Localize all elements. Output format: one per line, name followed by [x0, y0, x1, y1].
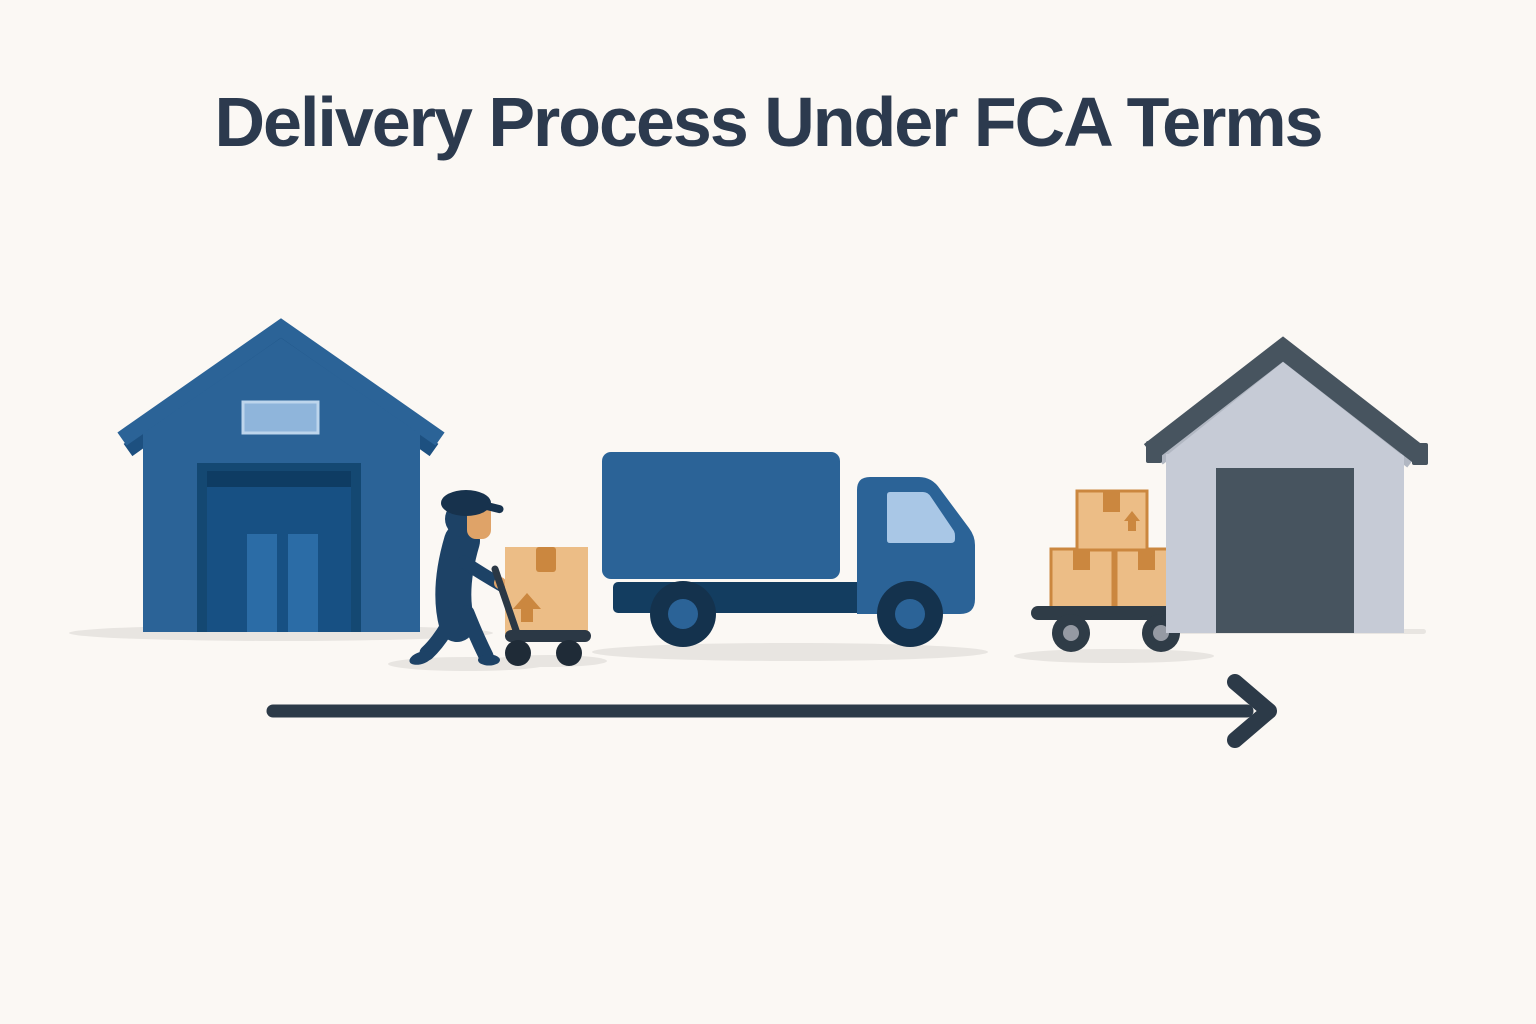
- warehouse-door: [1216, 468, 1354, 633]
- truck-cab: [857, 477, 975, 614]
- buyer-warehouse-icon: [1143, 336, 1428, 633]
- truck-cab-window: [887, 492, 955, 543]
- delivery-truck-icon: [602, 452, 975, 647]
- direction-arrow-icon: [266, 674, 1277, 748]
- warehouse-window: [241, 400, 320, 435]
- worker-cap: [441, 490, 491, 516]
- seller-warehouse-icon: [117, 318, 445, 632]
- truck-cargo-box: [602, 452, 840, 579]
- worker-icon: [409, 490, 510, 666]
- hand-truck-with-box-icon: [491, 547, 591, 666]
- fragile-arrow: [513, 593, 541, 622]
- page-title: Delivery Process Under FCA Terms: [214, 83, 1323, 161]
